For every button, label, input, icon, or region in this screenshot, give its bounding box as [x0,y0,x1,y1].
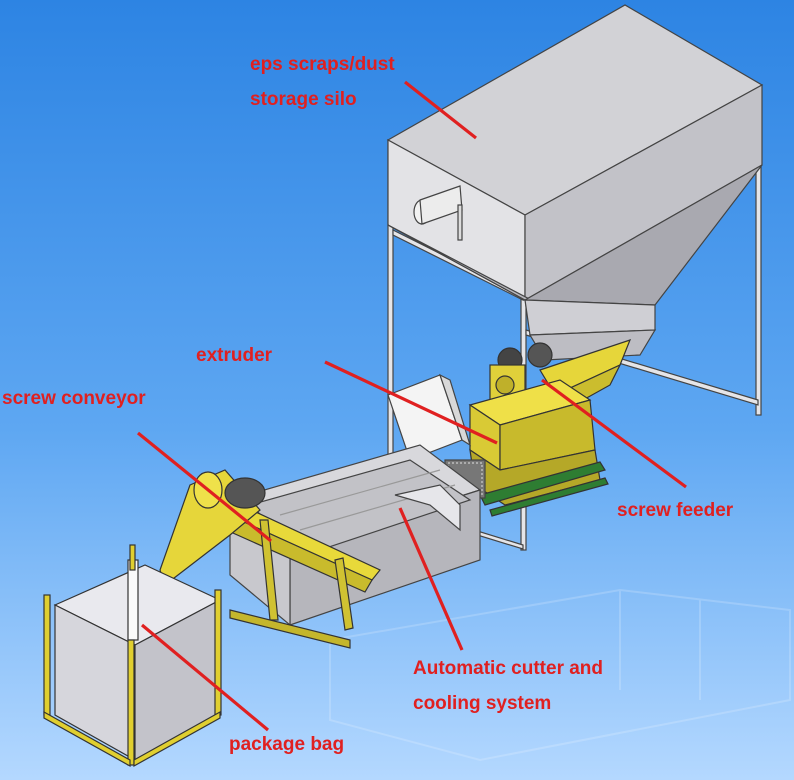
label-silo-line1: eps scraps/dust [250,54,395,75]
label-cutter: Automatic cutter and cooling system [413,651,603,721]
cooling-tank [228,444,482,627]
label-silo: eps scraps/dust storage silo [250,47,395,117]
package-bag [43,544,222,768]
label-cutter-line1: Automatic cutter and [413,658,604,679]
leader-extruder [324,360,498,445]
leader-silo [404,80,477,140]
leader-lines [136,80,687,732]
leader-screw-feeder [541,378,687,489]
label-package-bag: package bag [229,734,345,755]
storage-silo [386,4,764,361]
leader-cutter [398,507,464,651]
label-screw-feeder: screw feeder [617,500,734,521]
label-cutter-line2: cooling system [413,693,552,714]
floor-reflection [329,588,791,762]
leader-package-bag [140,623,270,732]
label-silo-line2: storage silo [250,89,357,110]
label-screw-conveyor: screw conveyor [2,388,146,409]
screw-conveyor [159,469,381,649]
label-extruder: extruder [196,345,273,366]
leader-screw-conveyor [136,431,273,543]
